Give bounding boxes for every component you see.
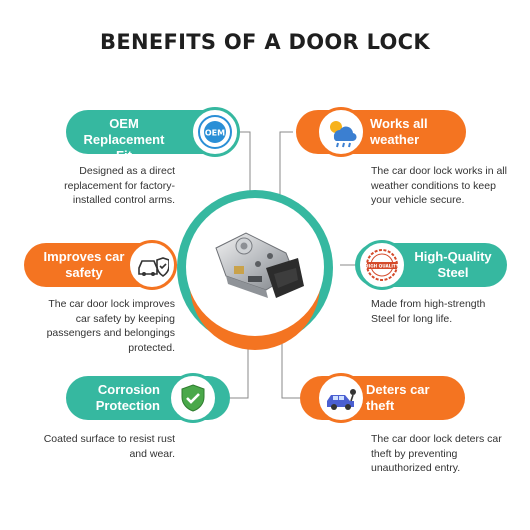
oem-desc-line3: installed control arms. [72, 194, 175, 206]
quality-title-line2: Steel [437, 265, 469, 280]
weather-description: The car door lock works in all weather c… [371, 164, 530, 208]
shield-check-icon [168, 373, 218, 423]
oem-title-line2: Replacement Fit [83, 132, 165, 163]
theft-desc-line1: The car door lock deters car [371, 433, 502, 445]
oem-badge-icon: OEM [190, 107, 240, 157]
weather-desc-line3: your vehicle secure. [371, 194, 465, 206]
connector-weather [279, 131, 293, 205]
safety-title-line1: Improves car [43, 249, 125, 264]
oem-desc-line1: Designed as a direct [79, 165, 175, 177]
corrosion-title-line2: Protection [95, 398, 160, 413]
theft-desc-line2: theft by preventing [371, 447, 458, 460]
safety-title-line2: safety [65, 265, 103, 280]
quality-stamp-text: HIGH QUALITY [365, 264, 400, 269]
car-theft-icon [316, 373, 366, 423]
theft-description: The car door lock deters car theft by pr… [371, 432, 526, 476]
benefit-corrosion: Corrosion Protection [66, 373, 230, 423]
corrosion-desc-line1: Coated surface to resist rust [43, 433, 175, 445]
safety-desc-line1: The car door lock improves [48, 298, 175, 310]
weather-desc-line1: The car door lock works in all [371, 165, 507, 177]
quality-desc-line2: Steel for long life. [371, 312, 453, 325]
oem-description: Designed as a direct replacement for fac… [5, 164, 175, 208]
car-shield-icon [127, 240, 177, 290]
oem-desc-line2: replacement for factory- [64, 179, 175, 192]
weather-icon [316, 107, 366, 157]
corrosion-desc-line2: and wear. [129, 447, 175, 460]
quality-desc-line1: Made from high-strength [371, 298, 486, 310]
connector-corrosion [230, 335, 249, 399]
benefit-oem: OEM Replacement Fit OEM [66, 107, 240, 163]
quality-title-line1: High-Quality [414, 249, 492, 264]
corrosion-title-line1: Corrosion [97, 382, 160, 397]
connector-theft [281, 335, 300, 399]
safety-desc-line4: protected. [128, 341, 175, 354]
weather-title-line1: Works all [370, 116, 428, 131]
benefit-weather: Works all weather [296, 107, 466, 157]
quality-description: Made from high-strength Steel for long l… [371, 297, 521, 326]
theft-title-line1: Deters car [366, 382, 430, 397]
weather-title-line2: weather [370, 132, 420, 147]
connector-oem [235, 131, 251, 205]
oem-badge-text: OEM [205, 129, 225, 138]
page-title: BENEFITS OF A DOOR LOCK [100, 30, 430, 54]
weather-desc-line2: weather conditions to keep [371, 179, 496, 192]
safety-description: The car door lock improves car safety by… [5, 297, 175, 355]
safety-desc-line2: car safety by keeping [75, 312, 175, 325]
benefit-theft: Deters car theft [300, 373, 465, 423]
corrosion-description: Coated surface to resist rust and wear. [5, 432, 175, 461]
benefit-safety: Improves car safety [24, 240, 177, 290]
safety-desc-line3: passengers and belongings [46, 327, 175, 339]
theft-desc-line3: unauthorized entry. [371, 462, 461, 474]
quality-stamp-icon: HIGH QUALITY [357, 240, 407, 290]
theft-title-line2: theft [366, 398, 395, 413]
door-lock-image [215, 232, 304, 298]
benefit-quality: HIGH QUALITY High-Quality Steel [355, 240, 507, 290]
oem-title-line1: OEM [109, 116, 139, 131]
